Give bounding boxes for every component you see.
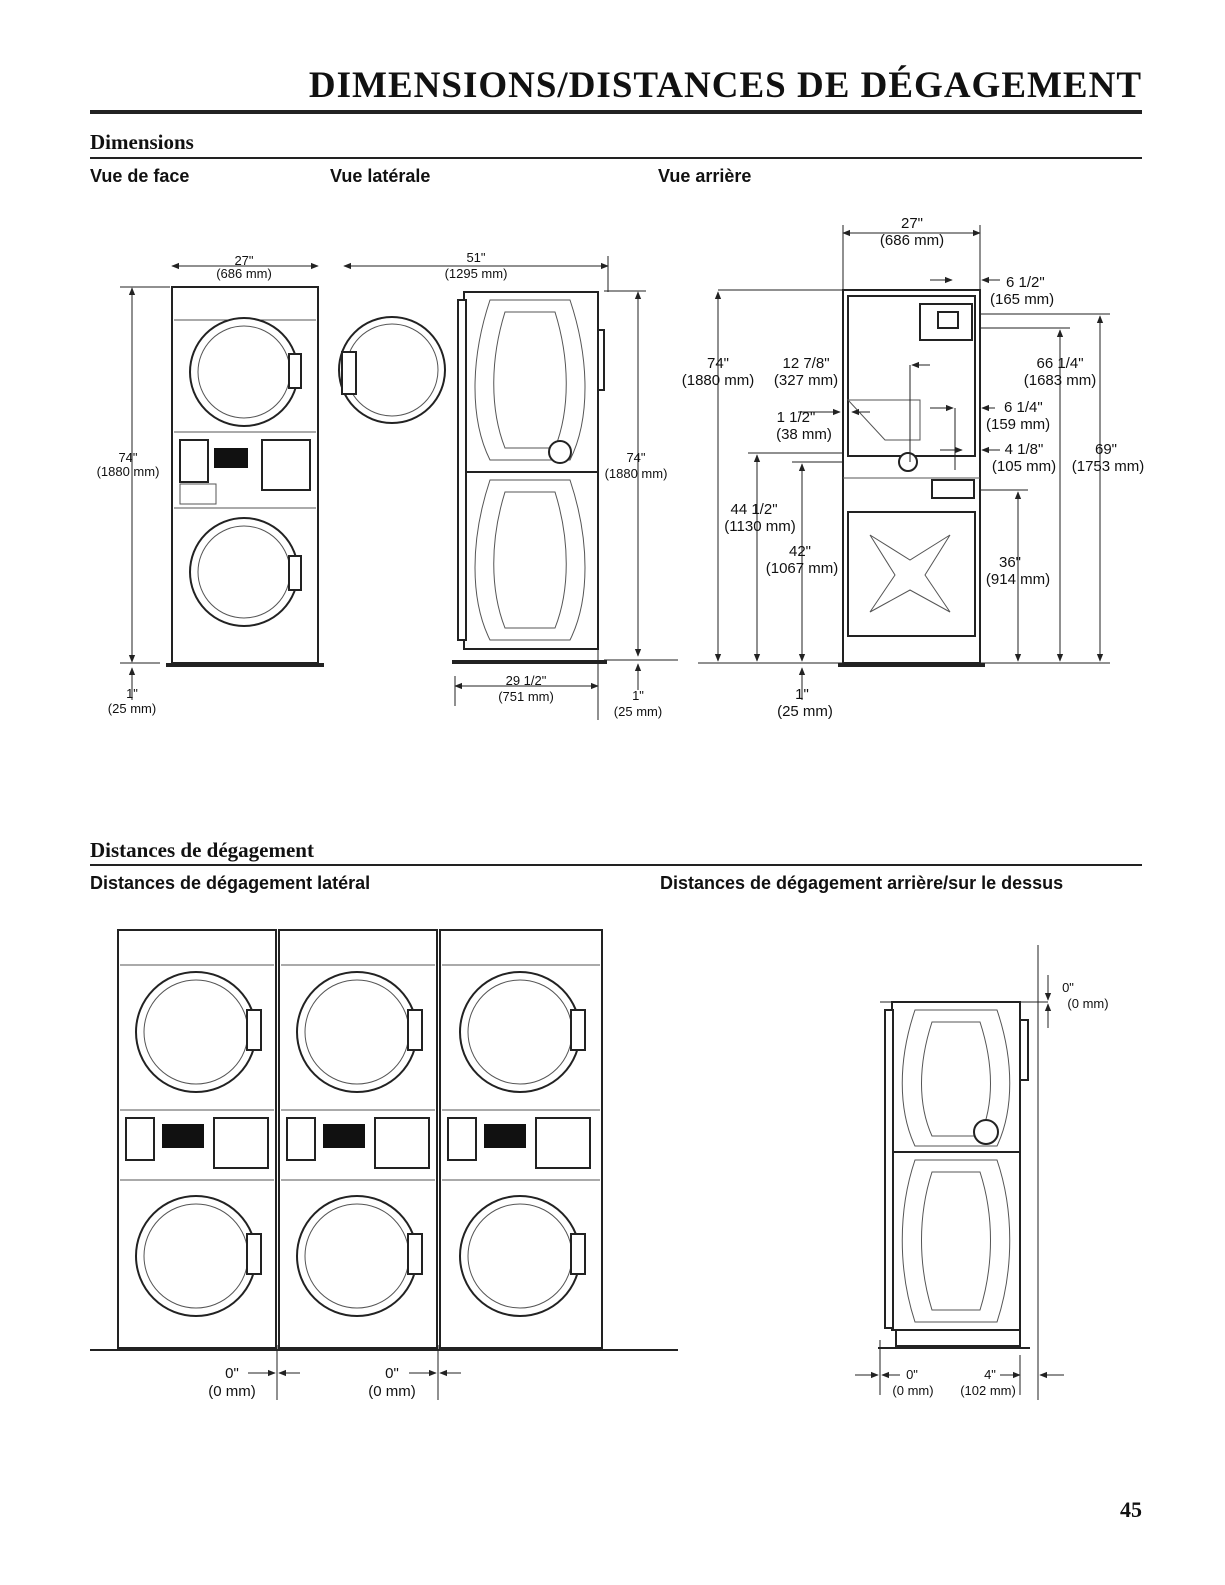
front-foot-label: 1": [126, 686, 138, 701]
side-open-door: [338, 316, 446, 424]
front-height-mm: (1880 mm): [97, 464, 160, 479]
unit-1: [117, 929, 277, 1349]
rear-d2-label: 74": [707, 355, 729, 372]
rear-top-clearance-label: Distances de dégagement arrière/sur le d…: [660, 873, 1064, 893]
rear-foot-label: 1": [795, 686, 809, 703]
rear-connections: [931, 479, 975, 499]
rear-clearance-mm: (102 mm): [960, 1383, 1016, 1398]
front-coin-box: [261, 439, 311, 491]
rear-width-label: 27": [901, 215, 923, 232]
rear-d8-label: 69": [1095, 441, 1117, 458]
top-clearance-label: 0": [1062, 980, 1074, 995]
rear-d6-mm: (38 mm): [776, 426, 832, 443]
front-display: [214, 448, 248, 468]
front-keypad: [179, 439, 209, 483]
front-height-label: 74": [118, 450, 137, 465]
lateral-gap1-label: 0": [225, 1365, 239, 1382]
top-clearance-mm: (0 mm): [1067, 996, 1108, 1011]
lateral-clearance-label: Distances de dégagement latéral: [90, 873, 371, 893]
dimensions-heading: Dimensions: [90, 130, 194, 154]
rear-d4-label: 66 1/4": [1036, 355, 1083, 372]
rear-d5-label: 6 1/4": [1004, 399, 1043, 416]
rear-width-mm: (686 mm): [880, 232, 944, 249]
rear-view-drawing: 27" (686 mm) 6 1/2" (165 mm) 74" (1880 m…: [682, 215, 1145, 720]
front-width-mm: (686 mm): [216, 266, 272, 281]
unit-3: [439, 929, 603, 1349]
lateral-gap1-mm: (0 mm): [208, 1383, 256, 1400]
title-rule: [90, 110, 1142, 114]
lateral-clearance-drawing: 0" (0 mm) 0" (0 mm): [90, 929, 678, 1400]
side-depth-label: 51": [466, 250, 485, 265]
front-clearance-mm: (0 mm): [892, 1383, 933, 1398]
side-view-drawing: 51" (1295 mm) 74" (1880 mm) 29 1/2" (751…: [338, 250, 678, 720]
rear-d11-label: 36": [999, 554, 1021, 571]
side-depth-mm: (1295 mm): [445, 266, 508, 281]
unit-2: [278, 929, 438, 1349]
rear-d9-label: 44 1/2": [730, 501, 777, 518]
rear-d7-mm: (105 mm): [992, 458, 1056, 475]
rear-d10-mm: (1067 mm): [766, 560, 839, 577]
rear-clearance-label: 4": [984, 1367, 996, 1382]
rear-d6-label: 1 1/2": [777, 409, 816, 426]
rear-d8-mm: (1753 mm): [1072, 458, 1145, 475]
rear-d3-label: 12 7/8": [782, 355, 829, 372]
rear-d9-mm: (1130 mm): [724, 518, 795, 535]
clearances-rule: [90, 864, 1142, 866]
side-height-label: 74": [626, 450, 645, 465]
rear-d1-label: 6 1/2": [1006, 274, 1045, 291]
rear-d1-mm: (165 mm): [990, 291, 1054, 308]
front-clearance-label: 0": [906, 1367, 918, 1382]
rear-view-label: Vue arrière: [658, 166, 752, 186]
rear-d3-mm: (327 mm): [774, 372, 838, 389]
side-view-label: Vue latérale: [330, 166, 431, 186]
lateral-gap2-mm: (0 mm): [368, 1383, 416, 1400]
rear-d11-mm: (914 mm): [986, 571, 1050, 588]
lateral-gap2-label: 0": [385, 1365, 399, 1382]
rear-d10-label: 42": [789, 543, 811, 560]
rear-d4-mm: (1683 mm): [1024, 372, 1097, 389]
rear-foot-mm: (25 mm): [777, 703, 833, 720]
front-width-label: 27": [234, 253, 253, 268]
side-foot-label: 1": [632, 688, 644, 703]
clearances-heading: Distances de dégagement: [90, 838, 314, 862]
side-cabinet-mm: (751 mm): [498, 689, 554, 704]
front-foot-mm: (25 mm): [108, 701, 156, 716]
rear-d2-mm: (1880 mm): [682, 372, 755, 389]
page-number: 45: [1120, 1497, 1142, 1522]
rear-d5-mm: (159 mm): [986, 416, 1050, 433]
page-title: DIMENSIONS/DISTANCES DE DÉGAGEMENT: [308, 65, 1142, 106]
front-view-label: Vue de face: [90, 166, 190, 186]
side-foot-mm: (25 mm): [614, 704, 662, 719]
rear-exhaust-port: [898, 452, 918, 472]
front-upper-handle: [288, 353, 302, 389]
dimensions-rule: [90, 157, 1142, 159]
front-lower-handle: [288, 555, 302, 591]
side-cabinet-label: 29 1/2": [506, 673, 547, 688]
rear-d7-label: 4 1/8": [1005, 441, 1044, 458]
side-height-mm: (1880 mm): [605, 466, 668, 481]
front-view-drawing: 27" (686 mm) 74" (1880 mm) 1" (25 mm): [97, 253, 324, 716]
rear-top-clearance-drawing: 0" (0 mm) 0" (0 mm) 4" (102 mm): [855, 945, 1109, 1400]
